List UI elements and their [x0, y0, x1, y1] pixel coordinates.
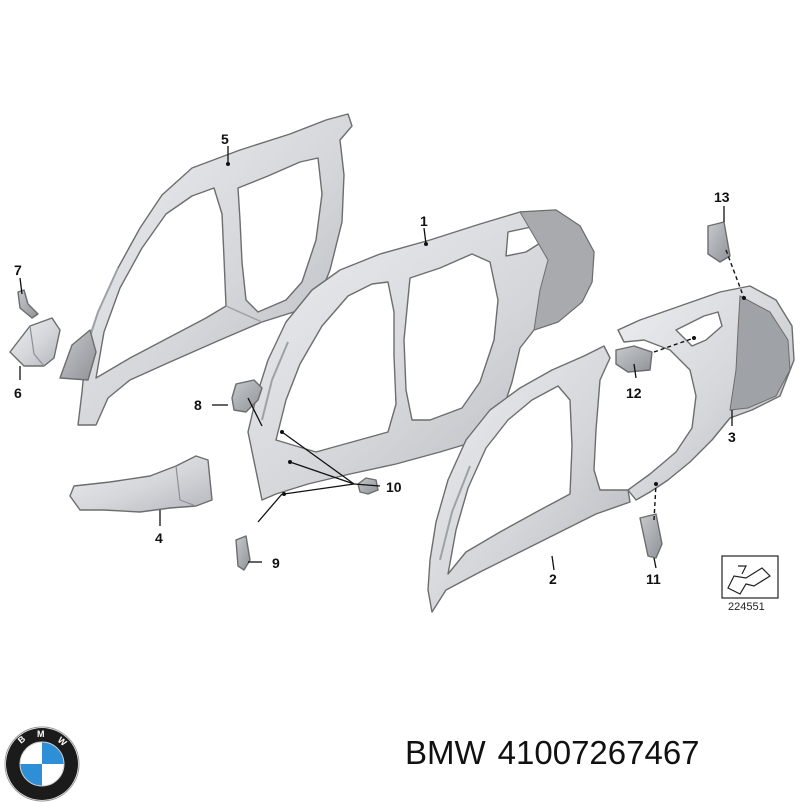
callout-5: 5	[221, 131, 229, 147]
part-number: 41007267467	[497, 734, 700, 771]
logo-letter-b: B	[16, 733, 28, 745]
part-3-rear-quarter-panel	[617, 285, 795, 501]
part-1-outer-side-frame	[247, 209, 595, 501]
part-7-small-bracket	[17, 289, 39, 319]
callout-8: 8	[194, 397, 202, 413]
part-12-reinforcement	[615, 345, 653, 373]
bmw-logo-icon: B M W	[4, 726, 80, 802]
reference-number: 224551	[728, 601, 765, 613]
callout-labels: 5 1 7 6 4 8 9 10 2 3 12 11 13	[14, 131, 736, 587]
logo-letter-m: M	[37, 729, 45, 739]
callout-4: 4	[155, 530, 163, 546]
callout-1: 1	[420, 213, 428, 229]
brand-part-number-caption: BMW 41007267467	[405, 734, 790, 772]
callout-10: 10	[386, 479, 402, 495]
arrow-icon	[738, 565, 747, 575]
part-6-front-gusset	[9, 317, 61, 367]
callout-6: 6	[14, 385, 22, 401]
part-13-bracket	[707, 221, 731, 263]
callout-7: 7	[14, 262, 22, 278]
part-10-clip	[357, 477, 379, 495]
leader-lines	[19, 146, 745, 571]
callout-11: 11	[646, 571, 661, 587]
part-11-bracket	[639, 513, 663, 559]
callout-13: 13	[714, 189, 730, 205]
callout-2: 2	[549, 571, 557, 587]
callout-3: 3	[728, 429, 736, 445]
callout-9: 9	[272, 555, 280, 571]
callout-12: 12	[626, 385, 642, 401]
part-8-bracket	[231, 379, 263, 413]
callout-dots	[226, 162, 746, 496]
part-9-bracket	[235, 535, 251, 571]
reference-box: 224551	[721, 555, 779, 613]
part-2-door-frame-panel	[427, 345, 631, 613]
part-5-inner-side-frame	[59, 113, 353, 426]
part-4-front-rail	[69, 455, 213, 513]
brand-name: BMW	[405, 734, 486, 771]
